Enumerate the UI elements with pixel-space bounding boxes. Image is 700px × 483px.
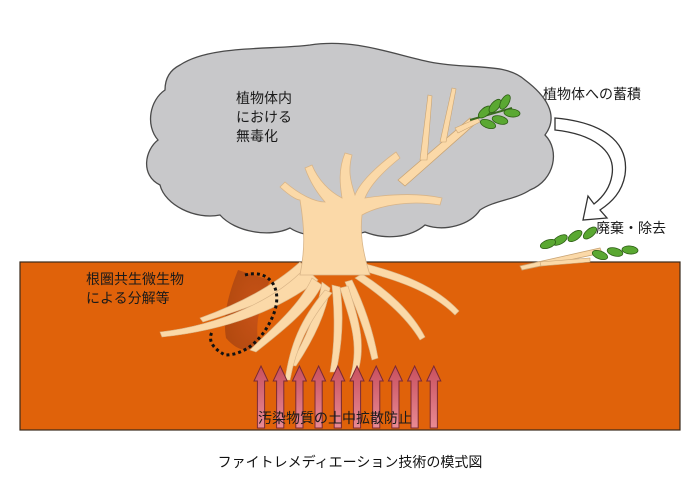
up-arrow-icon xyxy=(349,364,365,429)
diffusion-arrows xyxy=(253,364,442,429)
figure-caption: ファイトレメディエーション技術の模式図 xyxy=(217,455,483,471)
detox-line-1: 植物体内 xyxy=(236,91,292,107)
up-arrow-icon xyxy=(368,364,384,429)
disposal-label: 廃棄・除去 xyxy=(596,221,666,237)
rhizosphere-label: 根圏共生微生物 による分解等 xyxy=(86,271,184,309)
up-arrow-icon xyxy=(310,364,327,429)
up-arrow-icon xyxy=(387,364,404,429)
up-arrow-icon xyxy=(330,364,346,429)
up-arrow-icon xyxy=(426,364,442,429)
detox-line-2: における xyxy=(236,110,292,126)
up-arrow-icon xyxy=(291,364,308,429)
rhizosphere-line-1: 根圏共生微生物 xyxy=(86,272,184,288)
rhizosphere-boundary xyxy=(209,272,279,357)
accumulation-label: 植物体への蓄積 xyxy=(543,87,641,103)
up-arrow-icon xyxy=(253,364,269,429)
up-arrow-icon xyxy=(406,364,423,429)
tree-trunk xyxy=(279,151,443,276)
up-arrow-icon xyxy=(272,364,288,429)
diffusion-label: 汚染物質の土中拡散防止 xyxy=(258,411,412,427)
disposed-branch-icon xyxy=(519,226,639,271)
leaf-branch-icon xyxy=(397,87,521,187)
detox-label: 植物体内 における 無毒化 xyxy=(236,90,292,147)
rhizosphere-line-2: による分解等 xyxy=(86,291,170,307)
detox-line-3: 無毒化 xyxy=(236,129,278,145)
curved-arrow-icon xyxy=(554,117,627,221)
